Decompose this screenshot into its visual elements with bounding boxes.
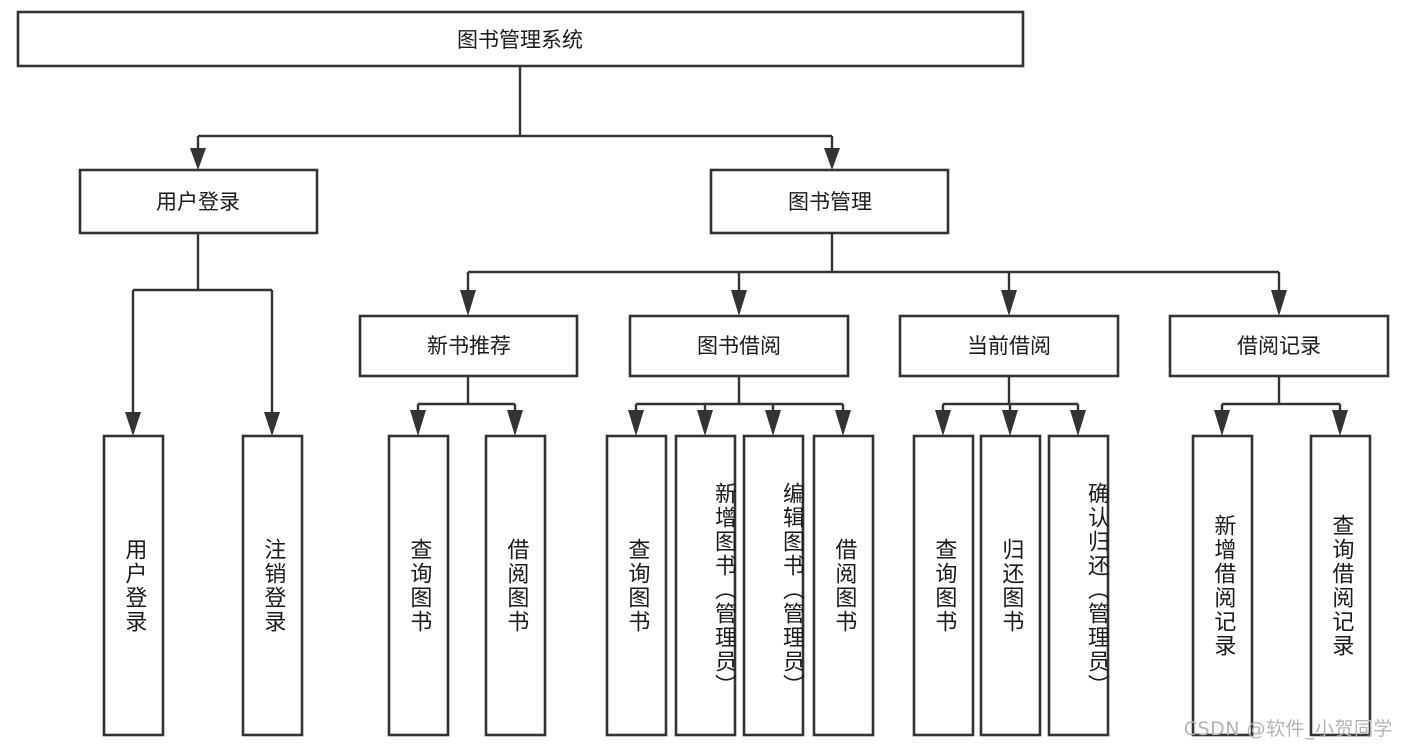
leaf-box-user-login-0[interactable] xyxy=(102,434,165,737)
connector-root-to-level2 xyxy=(190,66,840,170)
leaf-box-borrow-record-1[interactable] xyxy=(1309,434,1372,737)
node-current-borrow[interactable]: 当前借阅 xyxy=(898,314,1120,378)
leaf-box-current-borrow-2[interactable] xyxy=(1047,434,1110,737)
node-book-management[interactable]: 图书管理 xyxy=(709,168,950,235)
node-current-borrow-label: 当前借阅 xyxy=(967,334,1051,358)
leaf-box-new-book-1[interactable] xyxy=(484,434,547,737)
leaf-box-book-borrow-2[interactable] xyxy=(742,434,805,737)
connector-borrowrecord-to-leaves xyxy=(1214,376,1348,436)
leaf-box-user-login-1[interactable] xyxy=(241,434,304,737)
leaf-box-borrow-record-0[interactable] xyxy=(1191,434,1254,737)
connector-bookmgmt-to-level3 xyxy=(460,233,1287,316)
node-user-login[interactable]: 用户登录 xyxy=(78,168,319,235)
leaf-box-current-borrow-0[interactable] xyxy=(912,434,975,737)
node-user-login-label: 用户登录 xyxy=(156,190,240,214)
connector-bookborrow-to-leaves xyxy=(628,376,851,436)
leaf-box-new-book-0[interactable] xyxy=(387,434,450,737)
node-new-book-recommend[interactable]: 新书推荐 xyxy=(358,314,579,378)
connector-userlogin-to-leaves xyxy=(125,233,280,436)
leaf-box-book-borrow-3[interactable] xyxy=(812,434,875,737)
node-borrow-record-label: 借阅记录 xyxy=(1237,334,1321,358)
node-root-label: 图书管理系统 xyxy=(457,28,583,52)
node-book-management-label: 图书管理 xyxy=(788,190,872,214)
connector-currentborrow-to-leaves xyxy=(935,376,1086,436)
connector-newbook-to-leaves xyxy=(410,376,523,436)
node-book-borrow-label: 图书借阅 xyxy=(697,334,781,358)
node-new-book-recommend-label: 新书推荐 xyxy=(427,334,511,358)
leaf-box-book-borrow-0[interactable] xyxy=(605,434,668,737)
leaf-box-current-borrow-1[interactable] xyxy=(979,434,1042,737)
node-borrow-record[interactable]: 借阅记录 xyxy=(1168,314,1390,378)
watermark-text: CSDN @软件_小贺同学 xyxy=(1183,718,1393,740)
node-root-system[interactable]: 图书管理系统 xyxy=(16,10,1025,68)
leaf-box-book-borrow-1[interactable] xyxy=(674,434,737,737)
node-book-borrow[interactable]: 图书借阅 xyxy=(628,314,850,378)
